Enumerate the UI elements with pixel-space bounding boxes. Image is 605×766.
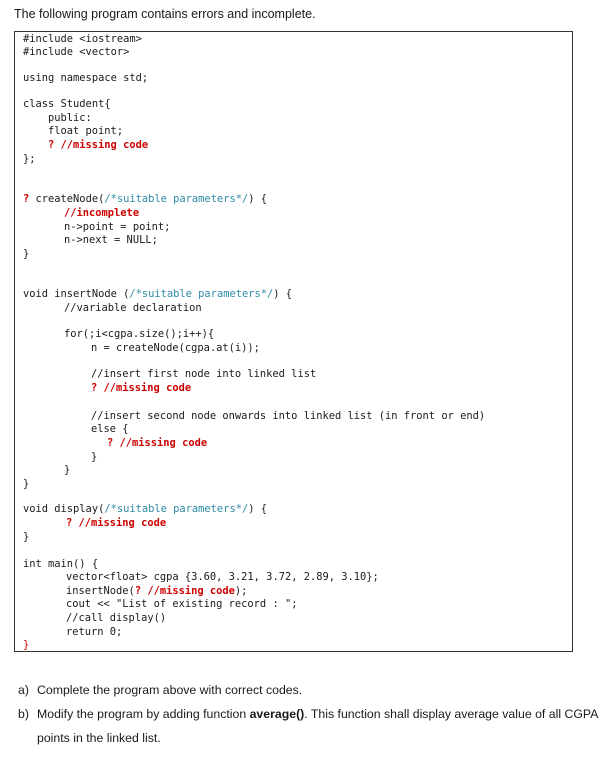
code-line-return: return 0; — [66, 626, 123, 638]
code-line-insert-call: insertNode(? //missing code); — [66, 585, 247, 598]
code-line-create-fn: ? createNode(/*suitable parameters*/) { — [23, 193, 267, 206]
code-line-float-point: float point; — [48, 125, 124, 137]
display-fn-name: void display( — [23, 503, 105, 515]
question-b-func: average() — [249, 707, 305, 721]
display-fn-params: /*suitable parameters*/ — [104, 503, 249, 515]
code-line-assign-next: n->next = NULL; — [64, 234, 158, 246]
code-line-missing-4: ? //missing code — [66, 517, 167, 529]
code-line-display-close: } — [23, 531, 30, 543]
code-line-main: int main() { — [23, 558, 99, 570]
code-line-incomplete: //incomplete — [64, 207, 140, 219]
code-line-insert-close: } — [23, 478, 30, 490]
display-fn-close: ) { — [248, 503, 267, 515]
question-a: a) Complete the program above with corre… — [18, 683, 302, 697]
code-line-for-close: } — [64, 464, 71, 476]
code-line-main-close: } — [23, 639, 30, 651]
code-line-missing-1: ? //missing code — [48, 139, 149, 151]
code-box: #include <iostream> #include <vector> us… — [14, 31, 573, 652]
code-line-for: for(;i<cgpa.size();i++){ — [64, 328, 215, 340]
question-b-pre: Modify the program by adding function — [37, 707, 250, 721]
question-b: b) Modify the program by adding function… — [18, 707, 598, 721]
question-b-line2: points in the linked list. — [37, 731, 161, 745]
code-line-n-assign: n = createNode(cgpa.at(i)); — [91, 342, 260, 354]
code-line-insert-fn: void insertNode (/*suitable parameters*/… — [23, 288, 292, 301]
create-fn-close: ) { — [248, 193, 268, 205]
code-line-var-decl: //variable declaration — [64, 302, 202, 314]
code-line-missing-2: ? //missing code — [91, 382, 192, 394]
code-line-include-vector: #include <vector> — [23, 46, 130, 58]
code-line-vector: vector<float> cgpa {3.60, 3.21, 3.72, 2.… — [66, 571, 379, 583]
question-b-text: Modify the program by adding function av… — [37, 707, 598, 721]
insert-call-close: ); — [234, 585, 248, 597]
question-b-post: . This function shall display average va… — [304, 707, 599, 721]
code-line-public: public: — [48, 112, 92, 124]
code-line-include-iostream: #include <iostream> — [23, 33, 142, 45]
question-b-label: b) — [18, 707, 29, 721]
code-line-cout: cout << "List of existing record : "; — [66, 598, 298, 610]
code-line-class-close: }; — [23, 153, 36, 165]
code-line-call-display: //call display() — [66, 612, 167, 624]
insert-fn-close: ) { — [273, 288, 293, 300]
insert-fn-name: void insertNode ( — [23, 288, 130, 300]
create-fn-name: createNode( — [29, 193, 105, 205]
insert-call-missing: ? //missing code — [134, 585, 235, 597]
code-line-using: using namespace std; — [23, 72, 149, 84]
insert-call-name: insertNode( — [66, 585, 135, 597]
code-line-class-open: class Student{ — [23, 98, 111, 110]
code-line-create-close: } — [23, 248, 30, 260]
code-line-display-fn: void display(/*suitable parameters*/) { — [23, 503, 267, 516]
code-line-else-close: } — [91, 451, 98, 463]
intro-text: The following program contains errors an… — [14, 7, 316, 21]
code-line-insert-second-comment: //insert second node onwards into linked… — [91, 410, 486, 422]
code-line-insert-first-comment: //insert first node into linked list — [91, 368, 317, 380]
code-line-else: else { — [91, 423, 129, 435]
create-fn-params: /*suitable parameters*/ — [104, 193, 249, 205]
code-line-missing-3: ? //missing code — [107, 437, 208, 449]
question-a-label: a) — [18, 683, 29, 697]
insert-fn-params: /*suitable parameters*/ — [129, 288, 274, 300]
question-a-text: Complete the program above with correct … — [37, 683, 303, 697]
missing-return-type: ? — [23, 193, 30, 205]
code-line-assign-point: n->point = point; — [64, 221, 171, 233]
